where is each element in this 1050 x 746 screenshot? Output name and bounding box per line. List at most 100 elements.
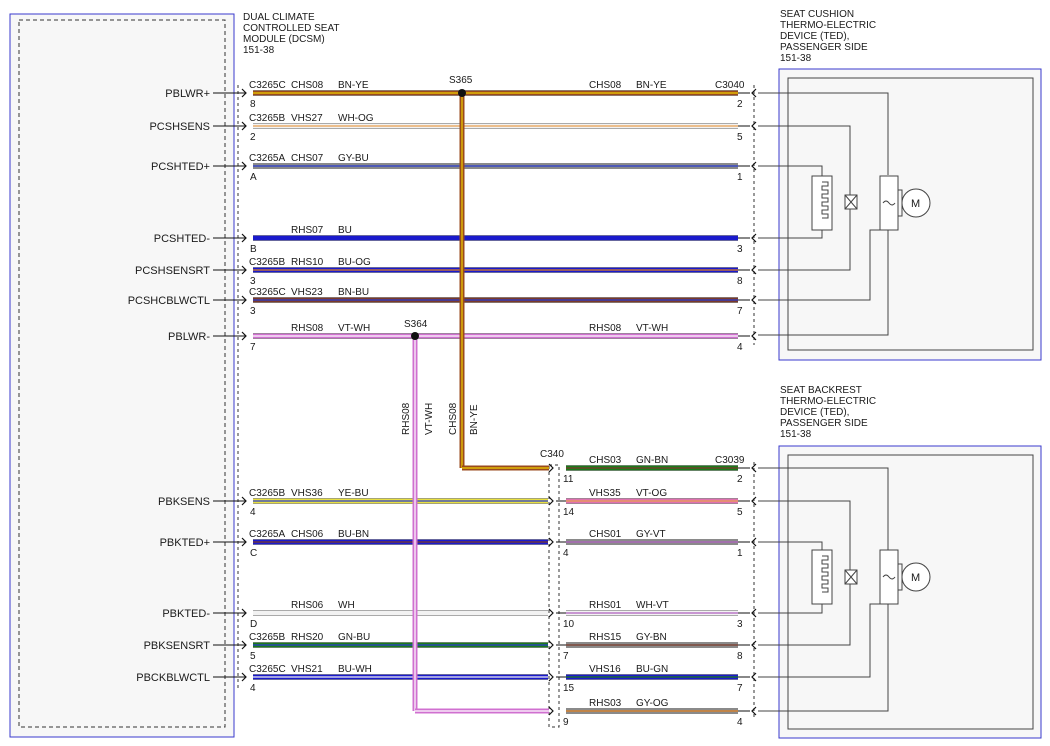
c340-top-right-pin: 2 <box>737 474 743 485</box>
row-11-right-circuit: VHS16 <box>589 664 621 675</box>
row-8-c340-pin: 4 <box>563 548 569 559</box>
row-8-connector: C3265A <box>249 529 285 540</box>
c340-connector-box <box>548 464 560 728</box>
cushion-ted-title-2: THERMO-ELECTRIC <box>780 20 876 31</box>
pin-label-pcshsens: PCSHSENS <box>149 121 210 133</box>
backrest-ted-inner-box <box>787 454 1034 730</box>
backrest-ted-title-1: SEAT BACKREST <box>780 385 862 396</box>
pin-label-pbksens: PBKSENS <box>158 496 210 508</box>
dcsm-title-line-4: 151-38 <box>243 45 275 56</box>
pin-label-pbkted-: PBKTED+ <box>160 537 210 549</box>
row-8-right-arrow <box>751 537 757 547</box>
row-9-right-circuit: RHS01 <box>589 600 622 611</box>
splice-s364-label: S364 <box>404 319 428 330</box>
row-10-right-pin: 8 <box>737 651 743 662</box>
row-0-right-circuit: CHS08 <box>589 80 622 91</box>
splice-s364-dot <box>411 332 419 340</box>
row-11-c340-pin: 15 <box>563 683 575 694</box>
vertical-label-vt-wh: VT-WH <box>424 403 435 435</box>
row-3-left-arrow <box>241 233 247 243</box>
row-1-right-arrow <box>751 121 757 131</box>
row-4-circuit: RHS10 <box>291 257 324 268</box>
splice-s365-dot <box>458 89 466 97</box>
row-6-right-color: VT-WH <box>636 323 668 334</box>
cushion-ted-title-1: SEAT CUSHION <box>780 9 854 20</box>
row-7-c340-pin: 14 <box>563 507 575 518</box>
dcsm-title-line-2: CONTROLLED SEAT <box>243 23 340 34</box>
backrest-ted-title-5: 151-38 <box>780 429 812 440</box>
row-11-circuit: VHS21 <box>291 664 323 675</box>
row-9-left-pin: D <box>250 619 257 630</box>
wires-group <box>213 88 757 716</box>
row-0-connector: C3265C <box>249 80 286 91</box>
backrest-motor-symbol: M <box>911 572 920 584</box>
row-7-left-arrow <box>241 496 247 506</box>
row-11-connector: C3265C <box>249 664 286 675</box>
c3039-label: C3039 <box>715 455 745 466</box>
row-11-color-code: BU-WH <box>338 664 372 675</box>
row-3-right-pin: 3 <box>737 244 743 255</box>
row-4-color-code: BU-OG <box>338 257 371 268</box>
row-5-left-arrow <box>241 295 247 305</box>
pin-label-pcshted-: PCSHTED+ <box>151 161 210 173</box>
row-3-circuit: RHS07 <box>291 225 324 236</box>
row-3-left-pin: B <box>250 244 257 255</box>
row-0-color-code: BN-YE <box>338 80 369 91</box>
row-7-circuit: VHS36 <box>291 488 323 499</box>
c340-bottom-right-arrow <box>751 706 757 716</box>
row-8-color-code: BU-BN <box>338 529 369 540</box>
row-1-circuit: VHS27 <box>291 113 323 124</box>
row-8-left-pin: C <box>250 548 257 559</box>
row-11-right-color: BU-GN <box>636 664 668 675</box>
pin-label-pbksensrt: PBKSENSRT <box>144 640 211 652</box>
row-7-right-pin: 5 <box>737 507 743 518</box>
row-3-right-arrow <box>751 233 757 243</box>
row-5-circuit: VHS23 <box>291 287 323 298</box>
row-2-left-pin: A <box>250 172 257 183</box>
pin-label-pcshsensrt: PCSHSENSRT <box>135 265 210 277</box>
backrest-ted-internals: M <box>758 467 931 712</box>
pin-label-pbckblwctl: PBCKBLWCTL <box>136 672 210 684</box>
row-6-right-circuit: RHS08 <box>589 323 622 334</box>
row-4-connector: C3265B <box>249 257 285 268</box>
row-5-left-pin: 3 <box>250 306 256 317</box>
cushion-ted-title-4: PASSENGER SIDE <box>780 42 868 53</box>
c340-bottom-circuit: RHS03 <box>589 698 622 709</box>
row-0-left-arrow <box>241 88 247 98</box>
row-9-right-color: WH-VT <box>636 600 669 611</box>
row-0-left-pin: 8 <box>250 99 256 110</box>
c340-bottom-mid-pin: 9 <box>563 717 569 728</box>
vertical-label-bn-ye: BN-YE <box>469 404 480 435</box>
row-5-right-arrow <box>751 295 757 305</box>
row-8-right-color: GY-VT <box>636 529 666 540</box>
row-11-right-pin: 7 <box>737 683 743 694</box>
row-6-left-arrow <box>241 331 247 341</box>
backrest-ted-title-3: DEVICE (TED), <box>780 407 849 418</box>
dcsm-title-line-1: DUAL CLIMATE <box>243 12 315 23</box>
dcsm-title-line-3: MODULE (DCSM) <box>243 34 325 45</box>
pin-label-pbkted-: PBKTED- <box>162 608 210 620</box>
c340-top-arrow-in <box>548 463 554 473</box>
row-9-left-arrow <box>241 608 247 618</box>
c340-top-mid-pin: 11 <box>563 474 574 485</box>
pin-label-pblwr-: PBLWR+ <box>165 88 210 100</box>
row-10-c340-pin: 7 <box>563 651 569 662</box>
pin-label-pcshcblwctl: PCSHCBLWCTL <box>128 295 210 307</box>
c340-bottom-color-code: GY-OG <box>636 698 669 709</box>
row-0-circuit: CHS08 <box>291 80 324 91</box>
row-5-right-pin: 7 <box>737 306 743 317</box>
row-2-right-pin: 1 <box>737 172 743 183</box>
row-7-color-code: YE-BU <box>338 488 369 499</box>
c340-top-color-code: GN-BN <box>636 455 668 466</box>
row-8-left-arrow <box>241 537 247 547</box>
row-7-right-color: VT-OG <box>636 488 667 499</box>
row-5-color-code: BN-BU <box>338 287 369 298</box>
row-8-right-circuit: CHS01 <box>589 529 622 540</box>
row-9-circuit: RHS06 <box>291 600 324 611</box>
row-10-right-circuit: RHS15 <box>589 632 622 643</box>
row-1-color-code: WH-OG <box>338 113 374 124</box>
c3040-label: C3040 <box>715 80 745 91</box>
row-6-left-pin: 7 <box>250 342 256 353</box>
pin-label-pcshted-: PCSHTED- <box>154 233 211 245</box>
row-2-connector: C3265A <box>249 153 285 164</box>
